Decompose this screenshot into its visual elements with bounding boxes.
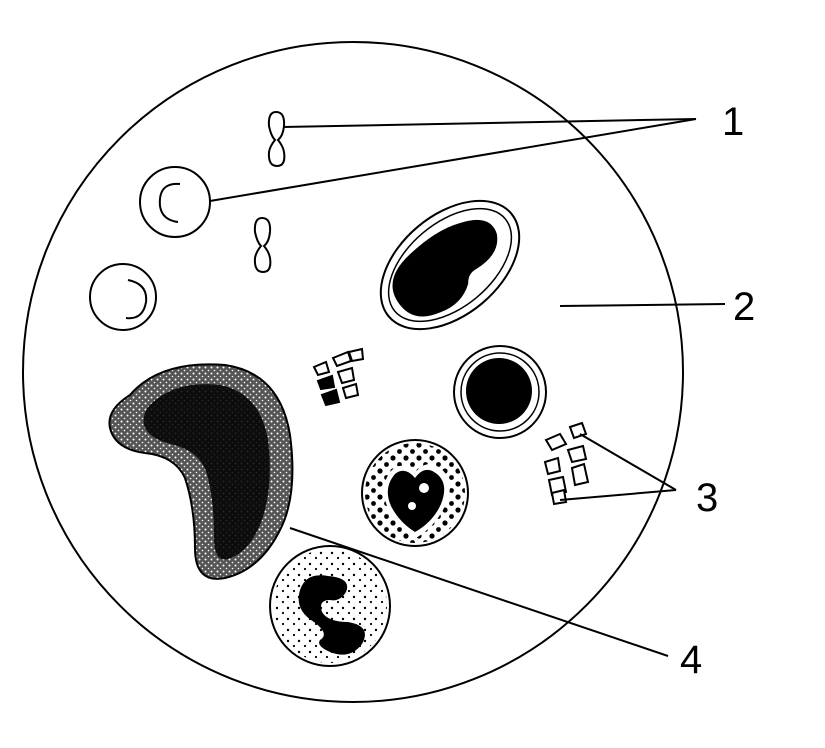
label-4: 4: [680, 638, 703, 682]
leader-lines: [209, 118, 726, 657]
red-blood-cell-top: [139, 166, 211, 238]
platelet-top: [267, 110, 286, 168]
label-3: 3: [696, 476, 719, 520]
small-lymphocyte: [453, 345, 547, 439]
red-blood-cell-left: [89, 263, 157, 331]
label-1: 1: [722, 100, 745, 144]
platelet-cluster-center: [312, 347, 365, 407]
large-stippled-cell: [108, 363, 294, 580]
neutrophil: [269, 545, 391, 667]
label-2: 2: [733, 285, 756, 329]
eosinophil: [361, 439, 469, 547]
bilobed-nucleus-cell: [379, 199, 521, 331]
platelet-middle: [253, 216, 272, 274]
